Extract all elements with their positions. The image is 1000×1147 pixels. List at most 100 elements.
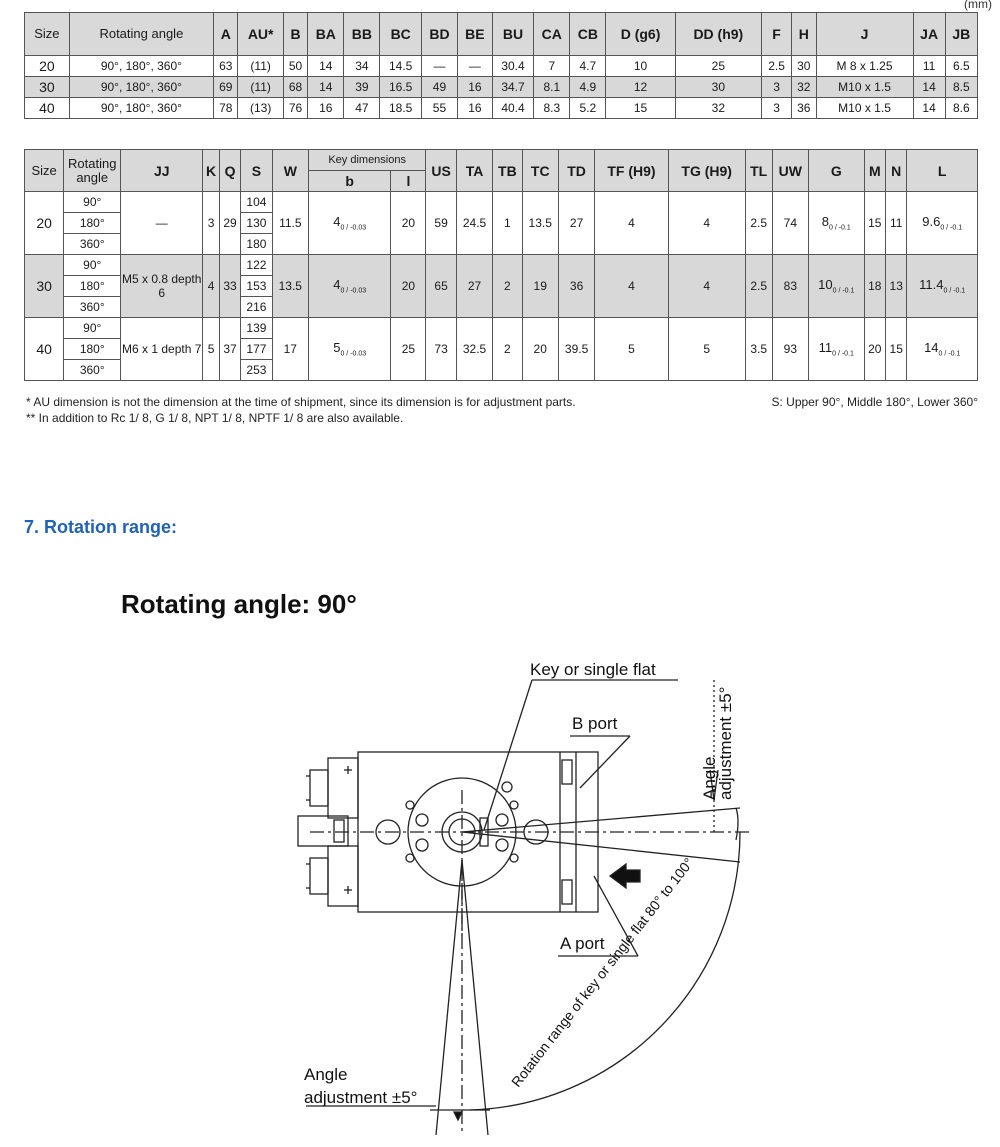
- header-cell: AU*: [237, 12, 284, 56]
- tolerance-value: 5: [333, 340, 341, 356]
- header-cell: BE: [457, 12, 493, 56]
- table-cell: 32: [791, 76, 817, 98]
- table-cell: 139: [240, 317, 273, 339]
- note-ports: ** In addition to Rc 1/ 8, G 1/ 8, NPT 1…: [26, 411, 404, 425]
- header-cell: S: [240, 149, 273, 192]
- header-cell: TB: [492, 149, 523, 192]
- table-cell: 68: [282, 76, 309, 98]
- table-cell: 5: [202, 317, 220, 381]
- table-cell: 19: [521, 254, 559, 318]
- table-cell: 32: [674, 97, 763, 119]
- tolerance-cell: 100 / -0.1: [807, 254, 865, 318]
- table-cell: 39.5: [557, 317, 596, 381]
- header-cell: TL: [744, 149, 773, 192]
- header-cell: BA: [307, 12, 345, 56]
- tolerance-cell: 50 / -0.03: [307, 317, 392, 381]
- table-cell: 49: [420, 76, 459, 98]
- header-cell: TC: [521, 149, 559, 192]
- tolerance-range: 0 / -0.1: [832, 350, 854, 358]
- tolerance-range: 0 / -0.1: [940, 224, 963, 232]
- table-cell: 90°: [63, 254, 122, 276]
- header-cell: K: [202, 149, 220, 192]
- note-au: * AU dimension is not the dimension at t…: [26, 395, 576, 409]
- table-cell: 3: [761, 76, 793, 98]
- header-cell: H: [791, 12, 817, 56]
- table-cell: 59: [425, 191, 457, 255]
- table-cell: 11: [884, 191, 908, 255]
- table-cell: M10 x 1.5: [815, 76, 914, 98]
- table-cell: M6 x 1 depth 7: [120, 317, 204, 381]
- table-cell: 180°: [63, 338, 122, 360]
- table-cell: 5: [594, 317, 669, 381]
- header-cell: M: [863, 149, 887, 192]
- table-cell: 90°, 180°, 360°: [68, 76, 215, 98]
- tolerance-cell: 110 / -0.1: [807, 317, 865, 381]
- table-cell: 3.5: [744, 317, 773, 381]
- table-cell: 13.5: [521, 191, 559, 255]
- table-cell: 15: [884, 317, 908, 381]
- table-cell: 10: [605, 55, 676, 77]
- header-cell: TD: [557, 149, 596, 192]
- table-cell: 33: [218, 254, 242, 318]
- table-cell: 20: [24, 55, 70, 77]
- table-cell: 153: [240, 275, 273, 297]
- header-cell: TF (H9): [594, 149, 669, 192]
- header-cell: BU: [491, 12, 535, 56]
- table-cell: —: [120, 191, 204, 255]
- table-cell: 90°, 180°, 360°: [68, 55, 215, 77]
- table-cell: 37: [218, 317, 242, 381]
- tolerance-range: 0 / -0.1: [828, 224, 851, 232]
- table-cell: 8.1: [533, 76, 571, 98]
- table-cell: 30: [791, 55, 817, 77]
- header-cell: CB: [569, 12, 607, 56]
- table-cell: 17: [271, 317, 309, 381]
- table-cell: 11.5: [271, 191, 309, 255]
- table-cell: 63: [213, 55, 239, 77]
- table-cell: 34.7: [491, 76, 535, 98]
- table-cell: 16: [307, 97, 345, 119]
- table-cell: 4: [667, 191, 746, 255]
- table-cell: 15: [605, 97, 676, 119]
- table-cell: 93: [771, 317, 809, 381]
- header-cell: Size: [24, 12, 70, 56]
- table-subheader-row: b l: [25, 170, 978, 192]
- table-cell: M10 x 1.5: [815, 97, 914, 119]
- table-cell: 104: [240, 191, 273, 213]
- table-cell: 30.4: [491, 55, 535, 77]
- label-b-port: B port: [572, 714, 618, 733]
- table-notes: * AU dimension is not the dimension at t…: [26, 394, 978, 426]
- tolerance-range: 0 / -0.03: [340, 287, 367, 295]
- table-cell: 7: [533, 55, 571, 77]
- header-cell: UW: [771, 149, 809, 192]
- table-cell: 4: [594, 254, 669, 318]
- table-cell: 4.7: [569, 55, 607, 77]
- header-cell: A: [213, 12, 239, 56]
- header-cell: JB: [944, 12, 979, 56]
- table-cell: 216: [240, 296, 273, 318]
- table-cell: 55: [420, 97, 459, 119]
- table-cell: 15: [863, 191, 887, 255]
- table-row: 360°253: [25, 359, 978, 381]
- table-cell: 39: [343, 76, 381, 98]
- table-cell: 8.6: [944, 97, 979, 119]
- table-cell: 5: [667, 317, 746, 381]
- table-cell: 40: [23, 317, 65, 381]
- header-cell: l: [390, 170, 427, 192]
- table-cell: 13: [884, 254, 908, 318]
- table-cell: 90°: [63, 191, 122, 213]
- header-cell: Rotating angle: [68, 12, 215, 56]
- table-cell: 2.5: [761, 55, 793, 77]
- tolerance-range: 0 / -0.03: [340, 224, 367, 232]
- table-header-row: Size Rotating angle JJ K Q S W Key dimen…: [23, 149, 978, 192]
- table-cell: 20: [23, 191, 65, 255]
- table-cell: 40.4: [491, 97, 535, 119]
- tolerance-range: 0 / -0.1: [943, 287, 966, 295]
- header-cell: CA: [533, 12, 571, 56]
- table-cell: 27: [455, 254, 494, 318]
- header-cell: TG (H9): [667, 149, 746, 192]
- tolerance-value: 11: [818, 340, 833, 356]
- table-cell: 4: [202, 254, 220, 318]
